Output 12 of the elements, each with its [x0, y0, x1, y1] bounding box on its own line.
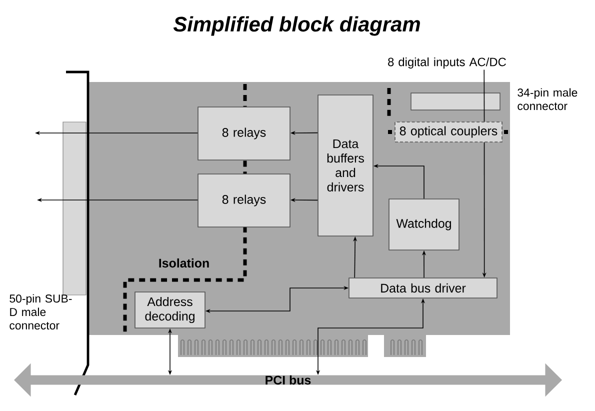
signal-label: 8 digital inputs AC/DC [388, 57, 506, 69]
watchdog-box: Watchdog [388, 198, 460, 250]
isolation-label: Isolation [159, 258, 209, 268]
connector-label: 34-pin male connector [518, 88, 578, 110]
title: Simplified block diagram [173, 16, 420, 36]
decoder-box: Address decoding [134, 292, 206, 328]
relay-box: 8 relays [198, 106, 290, 160]
buffer-box: Data buffers and drivers [318, 94, 374, 236]
relay-box: 8 relays [198, 174, 290, 228]
connector-label: 50-pin SUB-D male connector [10, 294, 72, 330]
coupler-box: 8 optical couplers [394, 122, 502, 142]
driver-box: Data bus driver [348, 278, 498, 298]
